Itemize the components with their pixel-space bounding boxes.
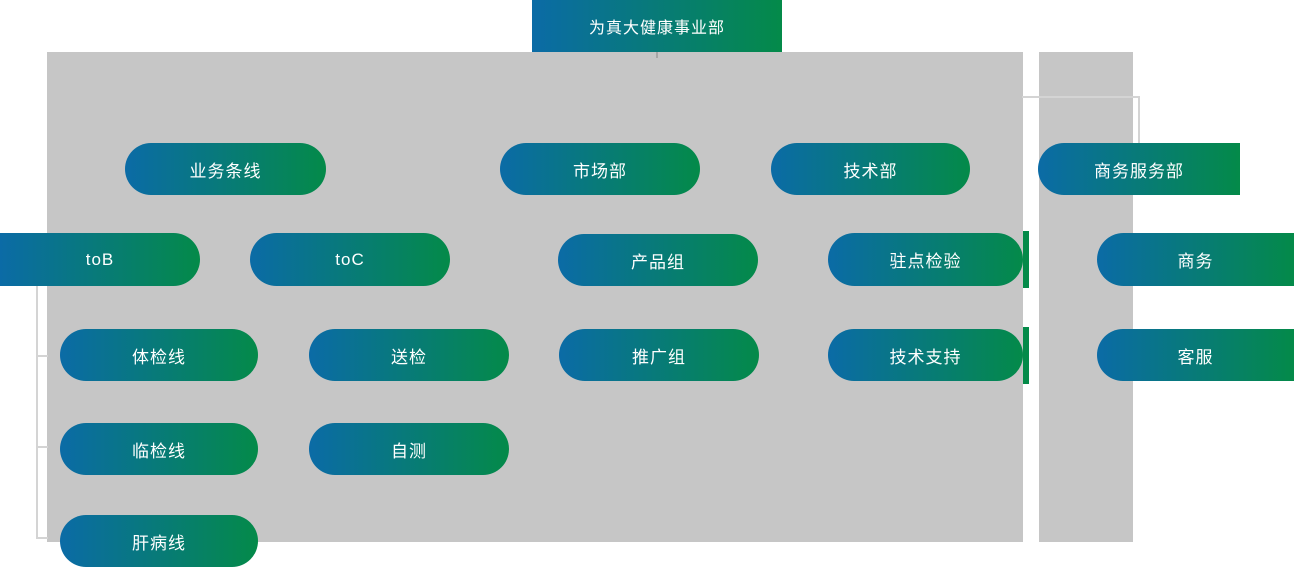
connector-side-branch-v: [1138, 96, 1140, 143]
side-panel: [1039, 52, 1133, 542]
node-label-sample-submission: 送检: [391, 347, 427, 367]
node-label-toc: toC: [335, 249, 365, 269]
node-label-physical-exam-line: 体检线: [132, 347, 186, 367]
node-business-group: 商务: [1097, 233, 1294, 286]
node-label-self-test: 自测: [391, 441, 427, 461]
node-label-promotion-group: 推广组: [632, 347, 686, 367]
node-business-lines: 业务条线: [125, 143, 326, 195]
node-tech-dept: 技术部: [771, 143, 970, 195]
node-label-liver-disease-line: 肝病线: [132, 533, 186, 553]
clip-strip-row2: [1023, 231, 1029, 288]
connector-stub-clinical-test: [36, 446, 48, 448]
clip-strip-row3: [1023, 327, 1029, 384]
node-label-dept-root: 为真大健康事业部: [588, 20, 725, 37]
node-tech-support: 技术支持: [828, 329, 1023, 381]
node-label-product-group: 产品组: [631, 252, 685, 272]
node-label-business-service-dept: 商务服务部: [1094, 161, 1184, 181]
node-self-test: 自测: [309, 423, 509, 475]
node-tob: toB: [0, 233, 200, 286]
connector-stub-liver-disease: [36, 537, 48, 539]
node-dept-root: 为真大健康事业部: [532, 0, 782, 52]
node-liver-disease-line: 肝病线: [60, 515, 258, 567]
node-product-group: 产品组: [558, 234, 758, 286]
node-label-tech-support: 技术支持: [889, 347, 962, 367]
node-label-tob: toB: [85, 249, 115, 269]
node-toc: toC: [250, 233, 450, 286]
node-marketing-dept: 市场部: [500, 143, 700, 195]
node-customer-service: 客服: [1097, 329, 1294, 381]
node-business-service-dept: 商务服务部: [1038, 143, 1240, 195]
node-label-business-lines: 业务条线: [189, 161, 262, 181]
node-clinical-test-line: 临检线: [60, 423, 258, 475]
connector-side-branch-h: [1022, 96, 1139, 98]
node-label-tech-dept: 技术部: [843, 161, 898, 181]
node-promotion-group: 推广组: [559, 329, 759, 381]
node-label-clinical-test-line: 临检线: [132, 441, 186, 461]
connector-stub-physical-exam: [36, 355, 48, 357]
node-sample-submission: 送检: [309, 329, 509, 381]
node-onsite-testing: 驻点检验: [828, 233, 1023, 286]
connector-left-trunk-v: [36, 286, 38, 538]
node-label-onsite-testing: 驻点检验: [889, 252, 962, 271]
connector-root-tick: [656, 52, 658, 58]
node-label-marketing-dept: 市场部: [573, 161, 627, 181]
node-label-customer-service: 客服: [1177, 347, 1214, 367]
node-label-business-group: 商务: [1177, 252, 1214, 271]
node-physical-exam-line: 体检线: [60, 329, 258, 381]
